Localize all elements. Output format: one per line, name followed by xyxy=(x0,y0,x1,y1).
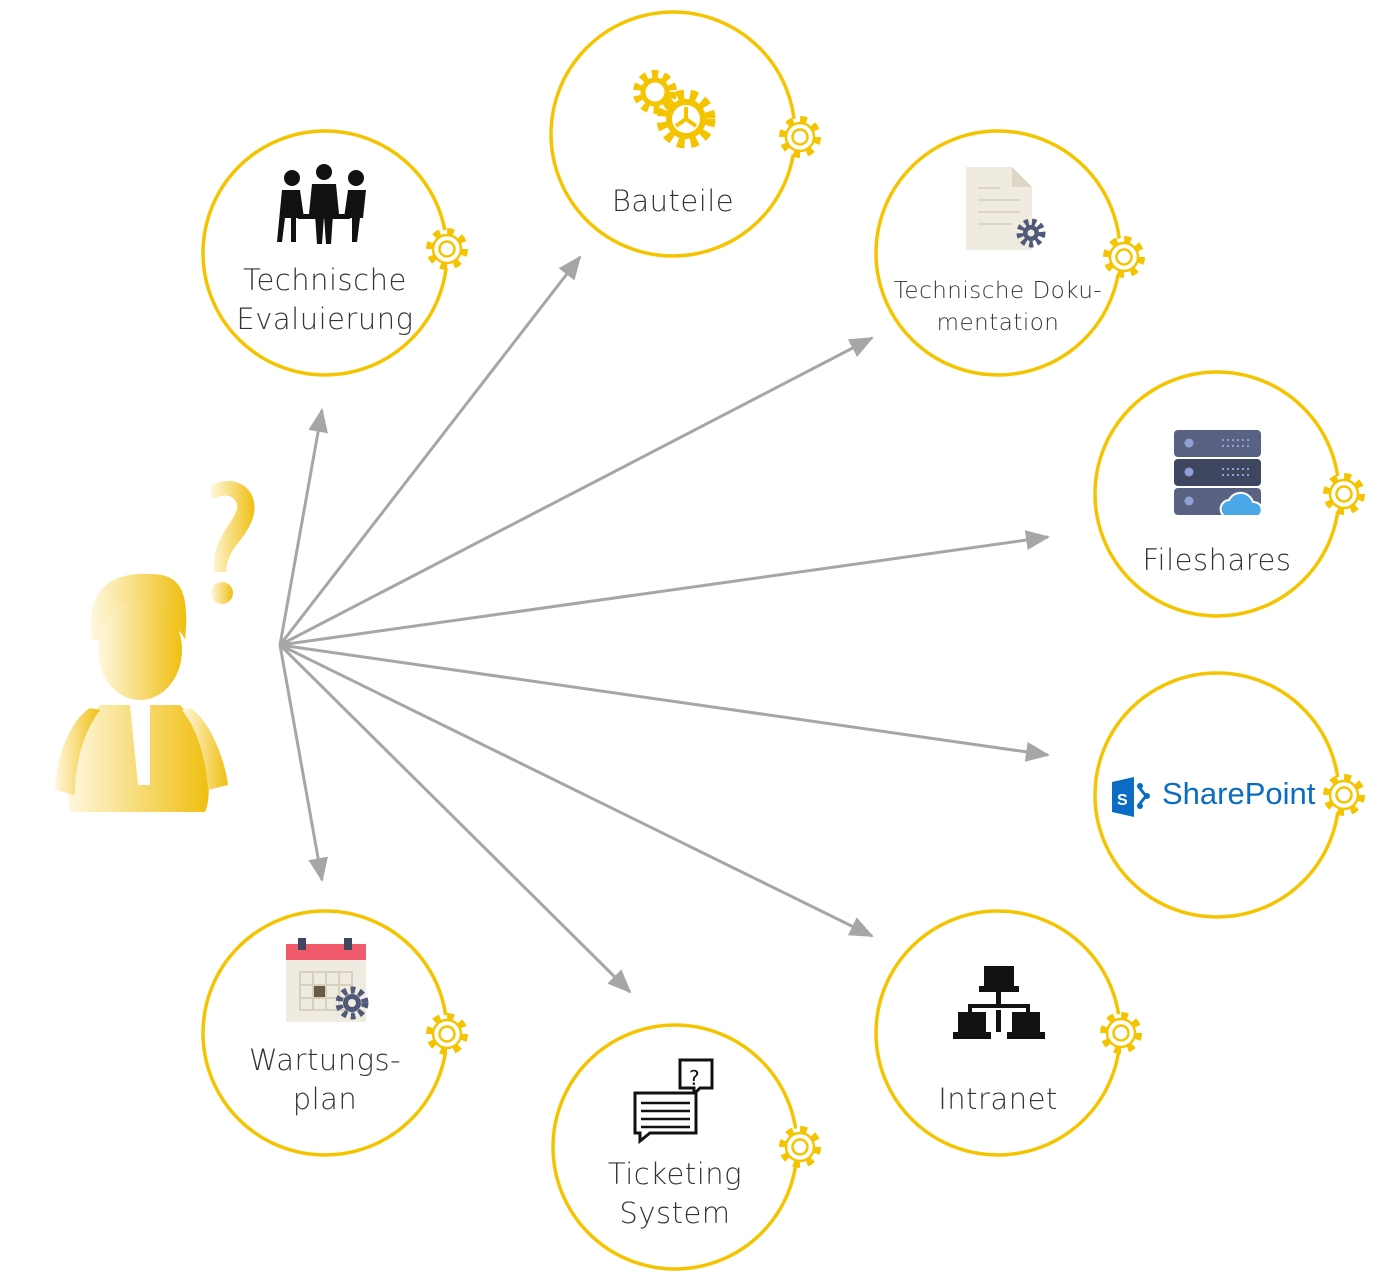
label-line: System xyxy=(619,1196,731,1230)
arrow-to-technische-dokumentation xyxy=(279,336,874,647)
node-label-technische-dokumentation: Technische Doku-mentation xyxy=(894,275,1102,339)
chat-question-icon: ? xyxy=(633,1058,714,1145)
arrow-to-ticketing-system xyxy=(278,643,632,994)
arrow-to-technische-evaluierung xyxy=(278,408,328,646)
gear-icon[interactable] xyxy=(1325,776,1363,814)
svg-text:?: ? xyxy=(689,1066,700,1090)
svg-text:S: S xyxy=(1117,792,1128,809)
gear-icon[interactable] xyxy=(781,1128,819,1166)
meeting-people-icon xyxy=(277,164,366,244)
server-cloud-icon xyxy=(1174,430,1263,517)
sharepoint-logo-icon: S xyxy=(1112,777,1150,817)
node-label-intranet: Intranet xyxy=(938,1082,1058,1116)
label-line: Evaluierung xyxy=(236,302,414,336)
arrows xyxy=(278,255,1050,994)
gear-icon[interactable] xyxy=(428,230,466,268)
arrow-to-sharepoint xyxy=(279,643,1050,762)
arrow-to-fileshares xyxy=(279,530,1050,647)
gears-icon xyxy=(633,70,716,149)
gear-icon[interactable] xyxy=(781,118,819,156)
arrow-to-wartungsplan xyxy=(278,644,328,882)
label-line: Ticketing xyxy=(607,1157,743,1191)
label-line: plan xyxy=(292,1082,358,1116)
gear-icon[interactable] xyxy=(428,1015,466,1053)
label-line: Technische xyxy=(243,263,407,297)
label-line: Technische Doku- xyxy=(893,278,1103,304)
node-label-fileshares: Fileshares xyxy=(1142,543,1292,577)
arrow-to-bauteile xyxy=(278,255,582,646)
node-label-bauteile: Bauteile xyxy=(611,184,735,218)
confused-user-icon xyxy=(55,481,255,812)
calendar-gear-icon xyxy=(286,938,369,1022)
node-label-wartungsplan: Wartungs-plan xyxy=(249,1041,401,1119)
gear-icon[interactable] xyxy=(1105,238,1143,276)
label-line: mentation xyxy=(936,310,1060,336)
node-circles xyxy=(201,10,1341,1271)
document-gear-icon xyxy=(966,167,1046,250)
node-label-sharepoint: SharePoint xyxy=(1162,776,1316,811)
arrow-to-intranet xyxy=(279,643,874,938)
gear-icon[interactable] xyxy=(1325,475,1363,513)
network-icon xyxy=(953,966,1045,1039)
label-line: Wartungs- xyxy=(248,1043,402,1077)
gear-icon[interactable] xyxy=(1102,1014,1140,1052)
